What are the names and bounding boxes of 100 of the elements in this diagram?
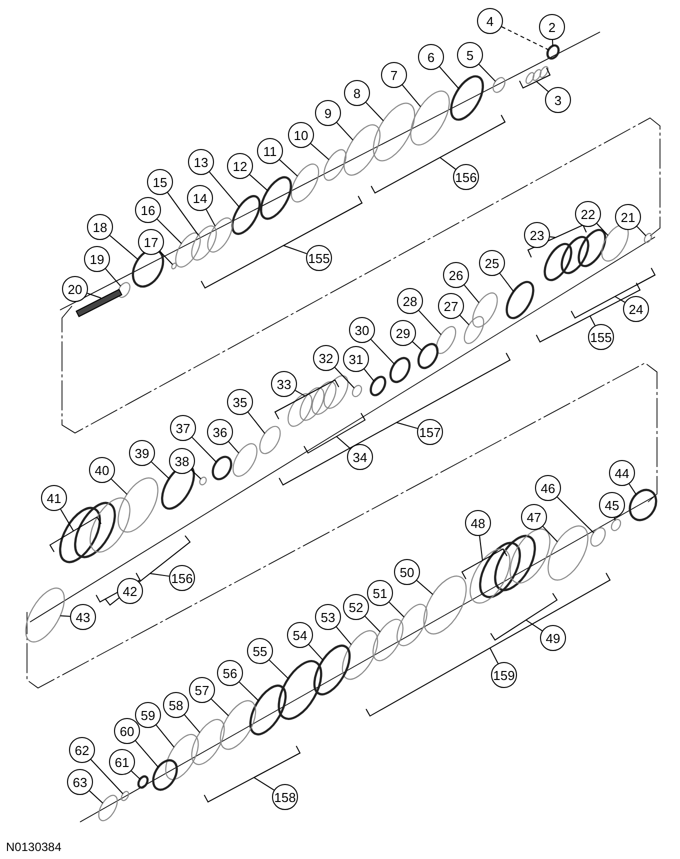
- callout-number: 40: [89, 457, 115, 483]
- ring-part: [610, 518, 622, 532]
- callout-number: 19: [84, 246, 110, 272]
- leader-line: [192, 436, 217, 463]
- callout-number: 63: [67, 769, 93, 795]
- ring-part: [324, 149, 346, 181]
- callout-number: 44: [609, 460, 635, 486]
- callout-number: 156: [169, 565, 195, 591]
- leader-line: [396, 422, 418, 429]
- callout-number: 50: [394, 559, 420, 585]
- leader-line: [248, 412, 266, 434]
- callout-number: 24: [623, 296, 649, 322]
- callout-number: 43: [70, 604, 96, 630]
- callout-number: 7: [381, 62, 407, 88]
- leader-line: [402, 84, 422, 108]
- leader-line: [336, 122, 354, 141]
- callout-number: 31: [343, 346, 369, 372]
- ring-part: [344, 124, 380, 176]
- bracket: [204, 745, 301, 803]
- leader-line: [501, 26, 549, 50]
- leader-line: [336, 436, 351, 449]
- callout-number: 13: [188, 149, 214, 175]
- leader-line: [130, 770, 141, 780]
- ring-part: [313, 644, 351, 696]
- ring-part: [410, 90, 450, 146]
- leader-line: [90, 759, 124, 794]
- leader-line: [238, 682, 259, 702]
- leader-line: [478, 64, 496, 82]
- ring-part: [212, 456, 232, 480]
- callout-number: 155: [588, 324, 614, 350]
- ring-part: [506, 280, 534, 320]
- bracket: [278, 352, 511, 486]
- leader-line: [439, 66, 460, 90]
- leader-line: [150, 573, 170, 577]
- leader-line: [416, 580, 434, 595]
- callout-number: 5: [457, 42, 483, 68]
- bracket: [461, 548, 508, 580]
- ring-part: [232, 443, 258, 477]
- callout-number: 60: [114, 718, 140, 744]
- callout-number: 3: [545, 87, 571, 113]
- bracket: [570, 267, 656, 319]
- callout-number: 16: [135, 197, 161, 223]
- callout-number: 35: [227, 389, 253, 415]
- ring-part: [644, 232, 652, 244]
- callout-number: 33: [271, 371, 297, 397]
- leader-line: [614, 517, 616, 521]
- callout-number: 6: [418, 44, 444, 70]
- leader-line: [190, 469, 202, 480]
- ring-part: [220, 700, 256, 750]
- leader-line: [499, 272, 514, 292]
- leader-line: [542, 526, 558, 542]
- leader-line: [210, 698, 229, 716]
- callout-number: 30: [349, 317, 375, 343]
- leader-line: [479, 535, 483, 561]
- ring-part: [389, 356, 411, 384]
- bracket: [274, 379, 340, 420]
- ring-part: [98, 794, 118, 822]
- ring-part: [260, 176, 292, 220]
- leader-line: [60, 615, 71, 617]
- callout-number: 158: [272, 784, 298, 810]
- callout-number: 36: [207, 419, 233, 445]
- callout-number: 55: [247, 638, 273, 664]
- callout-number: 11: [257, 138, 283, 164]
- leader-line: [160, 250, 174, 266]
- leader-line: [464, 284, 480, 304]
- ring-part: [165, 734, 199, 780]
- ring-part: [175, 232, 201, 268]
- leader-line: [526, 620, 543, 632]
- leader-line: [206, 208, 216, 227]
- callout-number: 59: [135, 702, 161, 728]
- leader-line: [412, 341, 423, 351]
- ring-part: [191, 225, 217, 261]
- callout-number: 14: [187, 185, 213, 211]
- leader-line: [156, 724, 175, 748]
- leader-line: [135, 740, 159, 768]
- leader-line: [364, 616, 381, 632]
- ring-part: [191, 718, 225, 766]
- callout-number: 56: [217, 660, 243, 686]
- ring-part: [137, 775, 149, 789]
- leader-line: [370, 338, 395, 365]
- ring-part: [492, 77, 506, 93]
- leader-line: [418, 310, 442, 336]
- callout-number: 10: [288, 122, 314, 148]
- callout-number: 9: [315, 100, 341, 126]
- ring-part: [290, 164, 320, 202]
- callout-number: 39: [129, 440, 155, 466]
- leader-line: [228, 441, 240, 454]
- leader-line: [365, 102, 384, 122]
- callout-number: 62: [69, 737, 95, 763]
- callout-number: 41: [41, 485, 67, 511]
- leader-line: [549, 236, 556, 238]
- callout-number: 17: [138, 229, 164, 255]
- ring-part: [278, 660, 322, 720]
- callout-number: 38: [169, 448, 195, 474]
- ring-part: [249, 684, 287, 736]
- ring-part: [370, 376, 386, 396]
- ring-part: [199, 476, 207, 486]
- ring-part: [628, 488, 658, 522]
- callout-number: 61: [109, 749, 135, 775]
- callout-number: 28: [397, 288, 423, 314]
